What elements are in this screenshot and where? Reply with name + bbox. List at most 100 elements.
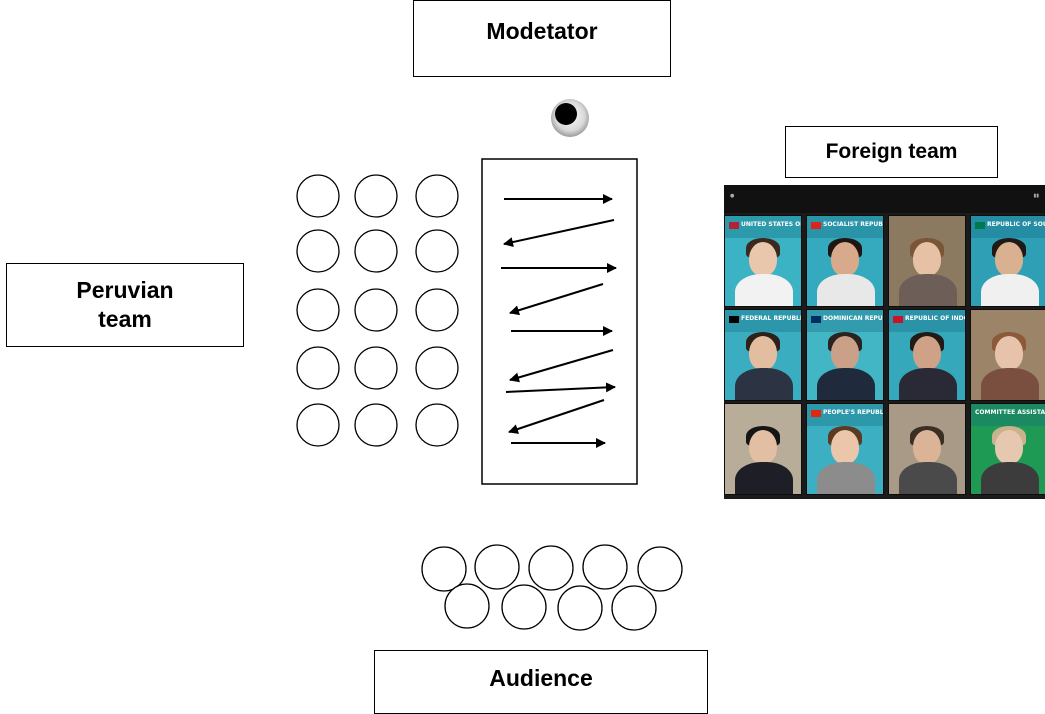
participant-body: [817, 368, 875, 400]
participant-face: [995, 430, 1023, 464]
participant-body: [817, 462, 875, 494]
team-seat: [415, 288, 459, 332]
peruvian-team-box: Peruvian team: [6, 263, 244, 347]
participant-face: [995, 336, 1023, 370]
participant-tile: [888, 403, 966, 495]
flag-icon: [811, 222, 821, 229]
country-name: SOCIALIST REPUBLIC OF VIETNAM: [823, 221, 883, 228]
country-name: COMMITTEE ASSISTANT: [975, 409, 1045, 416]
participant-face: [749, 430, 777, 464]
participant-face: [831, 242, 859, 276]
country-banner: DOMINICAN REPUBLIC: [807, 310, 883, 332]
country-name: DOMINICAN REPUBLIC: [823, 315, 883, 322]
audience-seats: [421, 544, 683, 631]
audience-seat: [444, 583, 490, 629]
exchange-arrow: [505, 382, 616, 393]
video-conference-screenshot: ● ▮▮ UNITED STATES OF AMERICA SOCIALIST R…: [724, 185, 1045, 499]
audience-seat: [474, 544, 520, 590]
team-seat: [296, 174, 340, 218]
team-seat: [354, 174, 398, 218]
peruvian-team-label: Peruvian team: [76, 277, 174, 332]
participant-body: [981, 462, 1039, 494]
exchange-arrows: [501, 194, 617, 448]
audience-seat: [557, 585, 603, 631]
participant-tile: UNITED STATES OF AMERICA: [724, 215, 802, 307]
exchange-arrow: [509, 283, 604, 316]
participant-tile: PEOPLE'S REPUBLIC OF CHINA: [806, 403, 884, 495]
flag-icon: [975, 222, 985, 229]
moderator-podium: [551, 99, 589, 137]
debate-floor: [481, 158, 638, 485]
view-indicator: ▮▮: [1033, 193, 1039, 199]
participant-body: [899, 462, 957, 494]
exchange-arrow: [509, 349, 614, 383]
team-seat: [296, 288, 340, 332]
foreign-team-box: Foreign team: [785, 126, 998, 178]
participant-tile: FEDERAL REPUBLIC OF GERMANY: [724, 309, 802, 401]
flag-icon: [811, 410, 821, 417]
country-name: FEDERAL REPUBLIC OF GERMANY: [741, 315, 802, 322]
participant-body: [899, 368, 957, 400]
participant-face: [913, 336, 941, 370]
team-seat: [415, 403, 459, 447]
participant-body: [735, 462, 793, 494]
participant-tile: REPUBLIC OF SOUTH AFRICA: [970, 215, 1045, 307]
participant-body: [735, 368, 793, 400]
participant-tile: [970, 309, 1045, 401]
participant-face: [913, 242, 941, 276]
audience-label: Audience: [489, 664, 593, 691]
team-seat: [354, 346, 398, 390]
audience-box: Audience: [374, 650, 708, 714]
participant-body: [981, 368, 1039, 400]
country-banner: FEDERAL REPUBLIC OF GERMANY: [725, 310, 801, 332]
participant-tile: COMMITTEE ASSISTANT: [970, 403, 1045, 495]
team-seat: [296, 346, 340, 390]
video-call-topbar: ● ▮▮: [724, 185, 1045, 213]
audience-seat: [501, 584, 547, 630]
participant-tile: [724, 403, 802, 495]
participant-face: [913, 430, 941, 464]
participant-body: [899, 274, 957, 306]
participant-body: [735, 274, 793, 306]
team-seat: [354, 229, 398, 273]
country-name: REPUBLIC OF SOUTH AFRICA: [987, 221, 1045, 228]
participant-tile: REPUBLIC OF INDONESIA: [888, 309, 966, 401]
audience-seat: [528, 545, 574, 591]
audience-seat: [421, 546, 467, 592]
participant-face: [749, 336, 777, 370]
participant-tile: DOMINICAN REPUBLIC: [806, 309, 884, 401]
participant-face: [831, 336, 859, 370]
country-banner: REPUBLIC OF SOUTH AFRICA: [971, 216, 1045, 238]
country-name: REPUBLIC OF INDONESIA: [905, 315, 965, 322]
country-banner: SOCIALIST REPUBLIC OF VIETNAM: [807, 216, 883, 238]
moderator-box: Modetator: [413, 0, 671, 77]
flag-icon: [729, 222, 739, 229]
team-seat: [296, 403, 340, 447]
country-banner: REPUBLIC OF INDONESIA: [889, 310, 965, 332]
participant-face: [995, 242, 1023, 276]
country-banner: PEOPLE'S REPUBLIC OF CHINA: [807, 404, 883, 426]
country-name: UNITED STATES OF AMERICA: [741, 221, 801, 228]
foreign-team-label: Foreign team: [825, 139, 958, 163]
recording-indicator: ●: [730, 193, 735, 199]
country-name: PEOPLE'S REPUBLIC OF CHINA: [823, 409, 884, 416]
audience-seat: [582, 544, 628, 590]
country-banner: UNITED STATES OF AMERICA: [725, 216, 801, 238]
audience-seat: [637, 546, 683, 592]
team-seat: [296, 229, 340, 273]
participant-body: [817, 274, 875, 306]
moderator-dot: [555, 103, 577, 125]
flag-icon: [811, 316, 821, 323]
team-seat: [354, 288, 398, 332]
participant-body: [981, 274, 1039, 306]
team-seat: [354, 403, 398, 447]
audience-seat: [611, 585, 657, 631]
participant-tile: SOCIALIST REPUBLIC OF VIETNAM: [806, 215, 884, 307]
exchange-arrow: [503, 219, 615, 247]
participant-face: [749, 242, 777, 276]
flag-icon: [893, 316, 903, 323]
moderator-label: Modetator: [486, 18, 598, 45]
team-seat: [415, 229, 459, 273]
team-seat: [415, 174, 459, 218]
